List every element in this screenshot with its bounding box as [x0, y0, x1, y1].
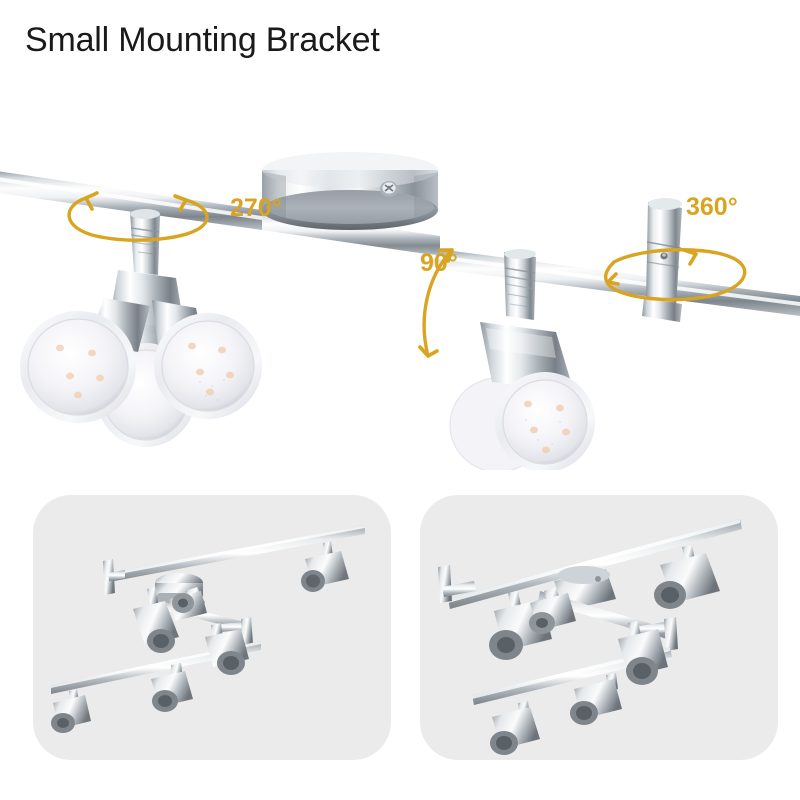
configuration-view-2: [420, 495, 778, 760]
angle-arrows: [67, 191, 747, 358]
bulb-right: [152, 300, 262, 419]
tilt-90-arrow: [418, 248, 454, 358]
rotation-270-label: 270°: [230, 194, 282, 222]
spot-head: [205, 623, 249, 675]
page-title: Small Mounting Bracket: [25, 21, 380, 59]
swivel-elbow-joint: [642, 198, 682, 322]
track-light-diagram-1: [51, 525, 365, 733]
spot-head: [51, 689, 91, 733]
track-light-diagram-2: [438, 519, 742, 755]
ceiling-mount-plate: [261, 152, 439, 230]
spot-head: [570, 673, 622, 725]
spot-head: [529, 587, 576, 634]
spot-head: [490, 701, 540, 755]
rotation-270-arrow: [67, 191, 209, 242]
left-spotlight-cluster: [20, 209, 262, 447]
tilt-90-label: 90°: [420, 249, 458, 277]
swivel-360-label: 360°: [686, 193, 738, 221]
hero-product-image: [0, 70, 800, 470]
spot-head: [133, 587, 179, 653]
spot-head: [169, 587, 207, 621]
spot-head: [151, 663, 193, 712]
configuration-panels: [0, 485, 800, 785]
swivel-360-arrow: [603, 248, 747, 302]
bulb-left: [20, 298, 150, 423]
spot-head: [654, 545, 720, 609]
canopy-screw-icon: [380, 181, 398, 197]
right-spotlight-head: [449, 249, 595, 470]
spot-head: [618, 621, 668, 685]
configuration-view-1: [33, 495, 391, 760]
spot-head: [301, 541, 349, 592]
